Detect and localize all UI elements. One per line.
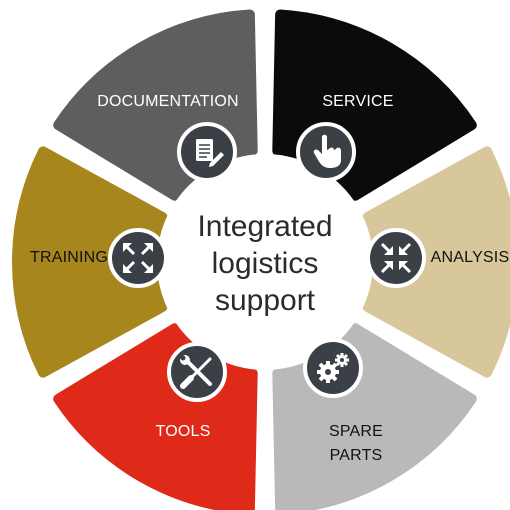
wrench-screwdriver-icon [167,342,227,402]
label-service: SERVICE [322,93,393,110]
center-hub [157,154,373,370]
label-training: TRAINING [30,249,108,266]
label-tools: TOOLS [156,423,211,440]
label-parts: PARTS [330,447,383,464]
hand-pointer-icon [296,122,356,182]
expand-arrows-icon [108,228,168,288]
gears-icon [303,338,363,398]
center-title-line2: logistics [212,247,319,280]
center-title-line1: Integrated [197,210,332,243]
center-title-line3: support [215,284,316,317]
label-documentation: DOCUMENTATION [97,93,239,110]
compress-arrows-icon [366,228,426,288]
label-analysis: ANALYSIS [431,249,510,266]
segments-layer [12,9,510,510]
document-edit-icon [177,122,237,182]
label-spare: SPARE [329,423,383,440]
